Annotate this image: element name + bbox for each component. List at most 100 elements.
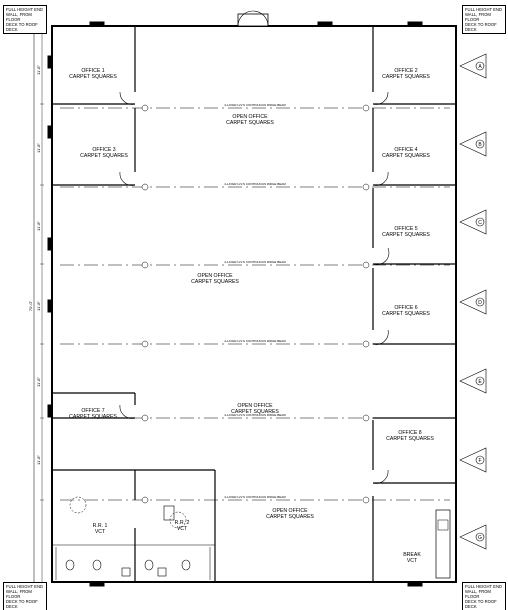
door-swing [119, 404, 136, 419]
beam-note: 4-LAYER LVL'S CONTINUOUS RIDGE BEAM [224, 182, 286, 186]
column-tag-triangle [459, 524, 487, 550]
window [407, 581, 423, 587]
dimension-label: 11'-8" [36, 64, 41, 74]
door-swing [252, 10, 269, 27]
kitchen-counter [435, 509, 451, 579]
column-tag-label: G [478, 535, 482, 541]
grid-bubble [141, 183, 149, 191]
office1-finish: CARPET SQUARES [69, 74, 117, 80]
door-swing [372, 329, 389, 345]
office4-name: OFFICE 4 [394, 147, 417, 153]
sink [163, 505, 175, 521]
column-tag-triangle [459, 289, 487, 315]
dimension-label: 11'-8" [36, 220, 41, 230]
rr2-name: R.R. 2 [175, 520, 190, 526]
beam-note: 4-LAYER LVL'S CONTINUOUS RIDGE BEAM [224, 339, 286, 343]
window [47, 125, 53, 139]
window [47, 237, 53, 251]
column-tag-bubble [475, 455, 485, 465]
column-tag-bubble [475, 532, 485, 542]
column-tag-group: A B C D E F G [459, 53, 487, 550]
corner-note-bottom-right: FULL HEIGHT END WALL, FROM FLOOR DECK TO… [462, 582, 506, 610]
open1-name: OPEN OFFICE [232, 114, 268, 120]
rr1-finish: VCT [95, 529, 106, 535]
column-tag-triangle [459, 209, 487, 235]
grid-bubble [362, 261, 370, 269]
office6-name: OFFICE 6 [394, 305, 417, 311]
column-tag-label: D [478, 300, 482, 306]
break-name: BREAK [403, 552, 421, 558]
door-swing [119, 91, 136, 105]
beam-note: 4-LAYER LVL'S CONTINUOUS RIDGE BEAM [224, 413, 286, 417]
door-swing [372, 469, 389, 484]
dimension-label: 11'-8" [36, 376, 41, 386]
window [89, 21, 105, 27]
grid-bubble [141, 104, 149, 112]
window [47, 404, 53, 418]
office2-finish: CARPET SQUARES [382, 74, 430, 80]
beam-note: 4-LAYER LVL'S CONTINUOUS RIDGE BEAM [224, 103, 286, 107]
grid-bubble [141, 261, 149, 269]
dimension-labels: 11'-8" 11'-8" 11'-8" 11'-8" 11'-8" 11'-8… [28, 64, 41, 464]
column-tag-triangle [459, 131, 487, 157]
grid-bubble [362, 496, 370, 504]
column-tag-label: F [478, 458, 481, 464]
column-tag-bubble [475, 297, 485, 307]
column-tag-label: E [478, 379, 482, 385]
grid-bubble [362, 414, 370, 422]
column-tag-triangle [459, 368, 487, 394]
open4-finish: CARPET SQUARES [266, 514, 314, 520]
toilet [181, 559, 191, 571]
office3-name: OFFICE 3 [92, 147, 115, 153]
toilet [92, 559, 102, 571]
column-tag-label: C [478, 220, 482, 226]
grid-bubble [141, 496, 149, 504]
ridge-beam-lines: 4-LAYER LVL'S CONTINUOUS RIDGE BEAM 4-LAY… [60, 103, 450, 504]
overall-dimension: 70'-0" [28, 300, 33, 311]
open3-name: OPEN OFFICE [237, 403, 273, 409]
toilet [65, 559, 75, 571]
open2-name: OPEN OFFICE [197, 273, 233, 279]
window [47, 299, 53, 313]
room-labels: OFFICE 1 CARPET SQUARES OFFICE 2 CARPET … [69, 68, 434, 564]
grid-bubble [362, 340, 370, 348]
office4-finish: CARPET SQUARES [382, 153, 430, 159]
beam-note: 4-LAYER LVL'S CONTINUOUS RIDGE BEAM [224, 260, 286, 264]
kitchen-sink [437, 519, 449, 531]
corner-note-top-left: FULL HEIGHT END WALL, FROM FLOOR DECK TO… [3, 5, 47, 34]
door-swing [372, 171, 389, 186]
open2-finish: CARPET SQUARES [191, 279, 239, 285]
dimension-label: 11'-8" [36, 142, 41, 152]
office8-finish: CARPET SQUARES [386, 436, 434, 442]
column-tag-label: A [478, 64, 482, 70]
window [47, 55, 53, 69]
column-tag-bubble [475, 376, 485, 386]
grid-bubble [362, 104, 370, 112]
sink [121, 567, 131, 577]
open3-finish: CARPET SQUARES [231, 409, 279, 415]
door-swing [372, 91, 389, 105]
break-finish: VCT [407, 558, 418, 564]
entry-door [237, 13, 269, 27]
grid-bubble [362, 183, 370, 191]
toilet [144, 559, 154, 571]
office2-name: OFFICE 2 [394, 68, 417, 74]
corner-note-bottom-left: FULL HEIGHT END WALL, FROM FLOOR DECK TO… [3, 582, 47, 610]
window [89, 581, 105, 587]
office5-name: OFFICE 5 [394, 226, 417, 232]
column-tag-label: B [478, 142, 482, 148]
open1-finish: CARPET SQUARES [226, 120, 274, 126]
office7-finish: CARPET SQUARES [69, 414, 117, 420]
grid-bubble [141, 340, 149, 348]
turning-circle [69, 496, 87, 514]
office8-name: OFFICE 8 [398, 430, 421, 436]
open4-name: OPEN OFFICE [272, 508, 308, 514]
office5-finish: CARPET SQUARES [382, 232, 430, 238]
office1-name: OFFICE 1 [81, 68, 104, 74]
rr2-finish: VCT [177, 526, 188, 532]
rr1-name: R.R. 1 [93, 523, 108, 529]
grid-bubble [141, 414, 149, 422]
column-tag-triangle [459, 447, 487, 473]
door-swing [237, 10, 254, 27]
